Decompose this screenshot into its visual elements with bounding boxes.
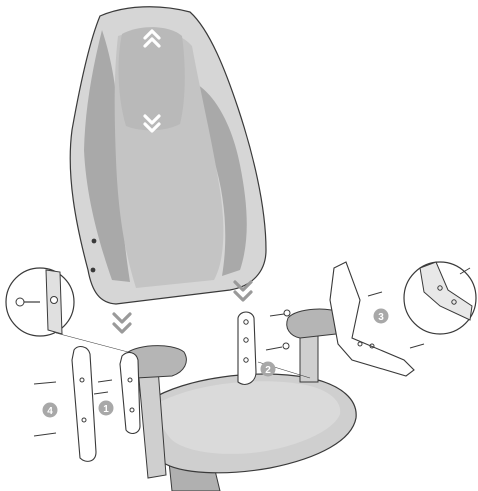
screw-icon <box>94 392 108 394</box>
screw-icon <box>270 314 284 316</box>
screw-icon <box>34 382 56 384</box>
step-number: 2 <box>265 365 271 376</box>
screw-head <box>283 343 289 349</box>
magnifier-circle-icon <box>404 262 476 334</box>
left-side-bracket <box>120 353 140 434</box>
left-side-cover <box>72 347 96 462</box>
seat <box>147 374 356 491</box>
right-bracket-plate <box>238 312 256 384</box>
left-mount-parts <box>34 333 140 461</box>
double-chevron-down-icon <box>114 314 130 332</box>
screw-head <box>284 310 290 316</box>
step-number: 4 <box>47 406 53 417</box>
step-badge-3: 3 <box>374 309 389 324</box>
magnifier-circle-icon <box>6 268 74 336</box>
detail-bolt <box>51 297 58 304</box>
screw-icon <box>410 344 424 348</box>
screw-icon <box>34 433 56 436</box>
step-badge-2: 2 <box>261 362 276 377</box>
step-number: 1 <box>103 404 109 415</box>
headrest-pillow <box>119 27 185 130</box>
right-side-cover <box>330 262 414 376</box>
screw-icon <box>98 380 112 382</box>
detail-screw-head <box>16 298 24 306</box>
screw-icon <box>266 347 282 350</box>
backrest-bolt-hole-lower <box>91 268 96 273</box>
step-badge-4: 4 <box>43 403 58 418</box>
left-armrest-post <box>138 368 166 478</box>
step-badge-1: 1 <box>99 401 114 416</box>
step-number: 3 <box>378 312 384 323</box>
screw-icon <box>368 292 382 296</box>
backrest <box>70 7 266 304</box>
backrest-bolt-hole-upper <box>92 239 97 244</box>
guide-line <box>56 333 128 352</box>
